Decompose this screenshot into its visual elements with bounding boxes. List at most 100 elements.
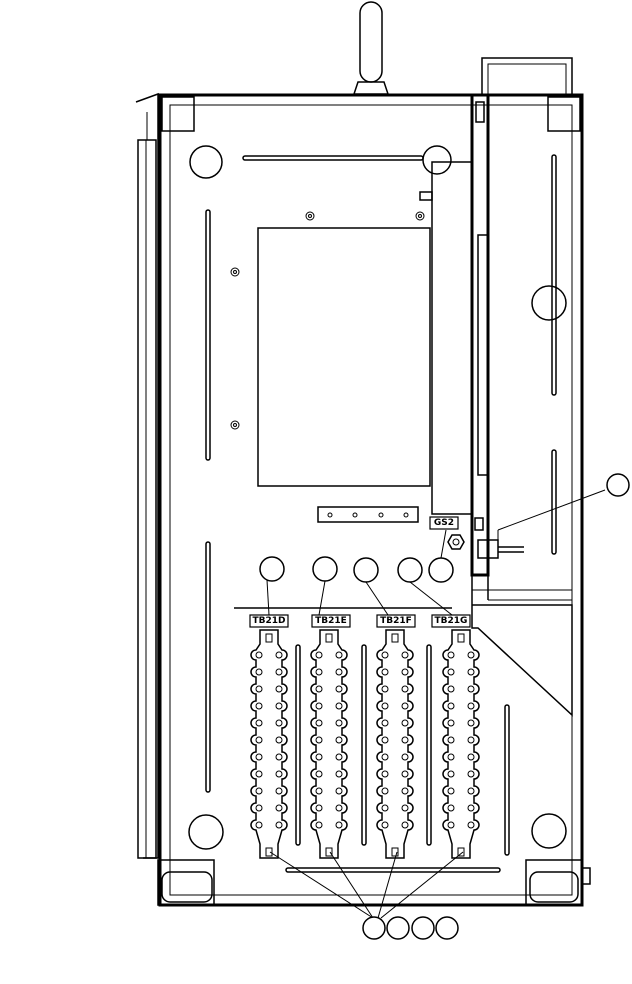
terminal-screw xyxy=(467,719,475,727)
terminal-screw xyxy=(447,685,455,693)
terminal-screw xyxy=(335,702,343,710)
side-module xyxy=(419,93,573,717)
terminal-screw xyxy=(467,668,475,676)
terminal-screw xyxy=(275,668,283,676)
terminal-screw xyxy=(335,668,343,676)
terminal-screw xyxy=(275,770,283,778)
terminal-screw xyxy=(401,821,409,829)
ground-stud: GS2 xyxy=(429,516,465,550)
terminal-screw xyxy=(275,753,283,761)
terminal-screw xyxy=(381,668,389,676)
terminal-screw xyxy=(315,651,323,659)
terminal-screw xyxy=(255,685,263,693)
terminal-screw xyxy=(447,753,455,761)
tb21f-label: TB21F xyxy=(380,616,412,626)
terminal-screw xyxy=(315,668,323,676)
terminal-screw xyxy=(467,821,475,829)
terminal-strips xyxy=(250,629,480,859)
terminal-screw xyxy=(401,651,409,659)
terminal-screw xyxy=(255,668,263,676)
strip-end-notch xyxy=(265,633,273,643)
tb21e-label: TB21E xyxy=(315,616,347,626)
terminal-screw xyxy=(335,753,343,761)
terminal-screw xyxy=(335,651,343,659)
terminal-strip-tb21f xyxy=(376,629,414,859)
terminal-screw xyxy=(467,685,475,693)
callout-terminal-3 xyxy=(411,916,435,940)
terminal-screw xyxy=(275,821,283,829)
ground-bar xyxy=(317,506,419,523)
terminal-screw xyxy=(447,821,455,829)
terminal-screw xyxy=(447,787,455,795)
strip-end-notch xyxy=(457,847,465,857)
terminal-screw xyxy=(335,719,343,727)
terminal-strip-tb21e xyxy=(310,629,348,859)
terminal-screw xyxy=(381,651,389,659)
terminal-screw xyxy=(255,736,263,744)
cabinet-body xyxy=(135,57,591,907)
terminal-screw xyxy=(255,770,263,778)
antenna xyxy=(352,1,390,95)
terminal-screw xyxy=(255,821,263,829)
terminal-screw xyxy=(381,753,389,761)
terminal-screw xyxy=(335,821,343,829)
terminal-screw xyxy=(335,770,343,778)
panel-slots xyxy=(205,154,557,873)
terminal-screw xyxy=(401,804,409,812)
strip-end-notch xyxy=(391,633,399,643)
terminal-screw xyxy=(447,736,455,744)
strip-end-notch xyxy=(265,847,273,857)
terminal-screw xyxy=(401,736,409,744)
terminal-screw xyxy=(381,702,389,710)
terminal-screw xyxy=(255,702,263,710)
terminal-screw xyxy=(255,804,263,812)
terminal-strip-body xyxy=(310,629,348,859)
gs2-label: GS2 xyxy=(434,518,454,528)
terminal-screw xyxy=(467,787,475,795)
terminal-screw xyxy=(447,668,455,676)
terminal-screw xyxy=(401,685,409,693)
terminal-screw xyxy=(335,685,343,693)
terminal-screw xyxy=(381,736,389,744)
tb21g-label: TB21G xyxy=(435,616,468,626)
terminal-screw xyxy=(275,736,283,744)
callout-terminal-1 xyxy=(362,916,386,940)
terminal-screw xyxy=(335,804,343,812)
terminal-screw xyxy=(447,651,455,659)
terminal-screw xyxy=(381,821,389,829)
terminal-strip-tb21d xyxy=(250,629,288,859)
terminal-screw xyxy=(315,770,323,778)
terminal-screw xyxy=(401,770,409,778)
terminal-screw xyxy=(275,651,283,659)
terminal-screw xyxy=(467,651,475,659)
terminal-screw xyxy=(381,770,389,778)
terminal-screw xyxy=(447,804,455,812)
terminal-screw xyxy=(315,753,323,761)
terminal-screw xyxy=(275,719,283,727)
terminal-screw xyxy=(335,736,343,744)
terminal-screw xyxy=(381,787,389,795)
terminal-screw xyxy=(381,804,389,812)
callout-terminal-4 xyxy=(435,916,459,940)
terminal-screw xyxy=(275,685,283,693)
terminal-screw xyxy=(467,753,475,761)
terminal-screw xyxy=(275,804,283,812)
strip-end-notch xyxy=(325,633,333,643)
callout-latch xyxy=(606,473,630,497)
terminal-block-tags: TB21D TB21E TB21F TB21G xyxy=(249,614,471,628)
callout-circles xyxy=(362,473,630,940)
terminal-screw xyxy=(467,804,475,812)
mounting-plate xyxy=(230,211,431,487)
terminal-screw xyxy=(335,787,343,795)
terminal-screw xyxy=(401,702,409,710)
terminal-screw xyxy=(255,719,263,727)
terminal-screw xyxy=(275,787,283,795)
gs2-tag-box xyxy=(429,516,459,530)
terminal-screw xyxy=(381,685,389,693)
terminal-screw xyxy=(467,702,475,710)
terminal-screw xyxy=(255,787,263,795)
strip-end-notch xyxy=(325,847,333,857)
terminal-screw xyxy=(401,787,409,795)
terminal-strip-body xyxy=(250,629,288,859)
